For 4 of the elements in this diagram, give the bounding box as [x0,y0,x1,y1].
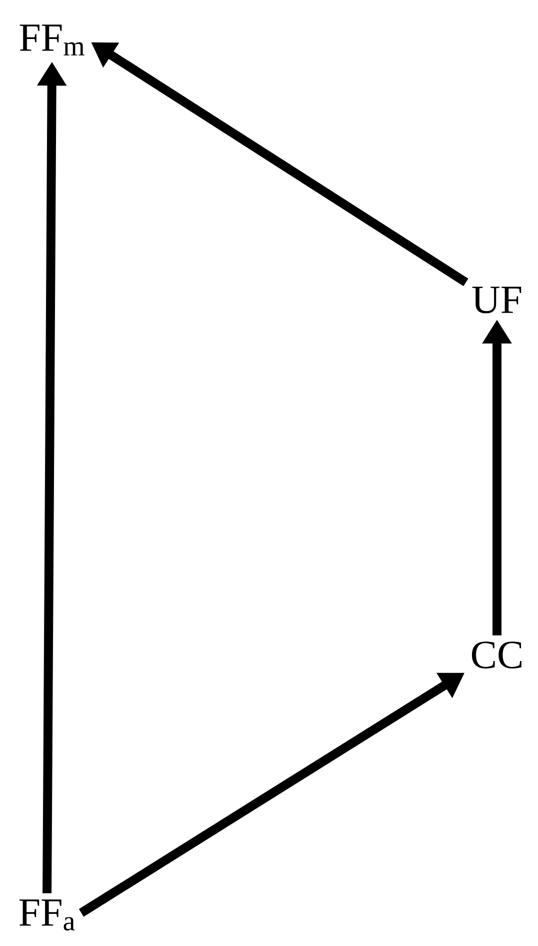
node-label: FF$_{a}$ [19,899,75,930]
node-label: UF [472,286,522,314]
node-label: CC [472,642,522,668]
node-label: FF$_{m}$ [20,24,84,56]
